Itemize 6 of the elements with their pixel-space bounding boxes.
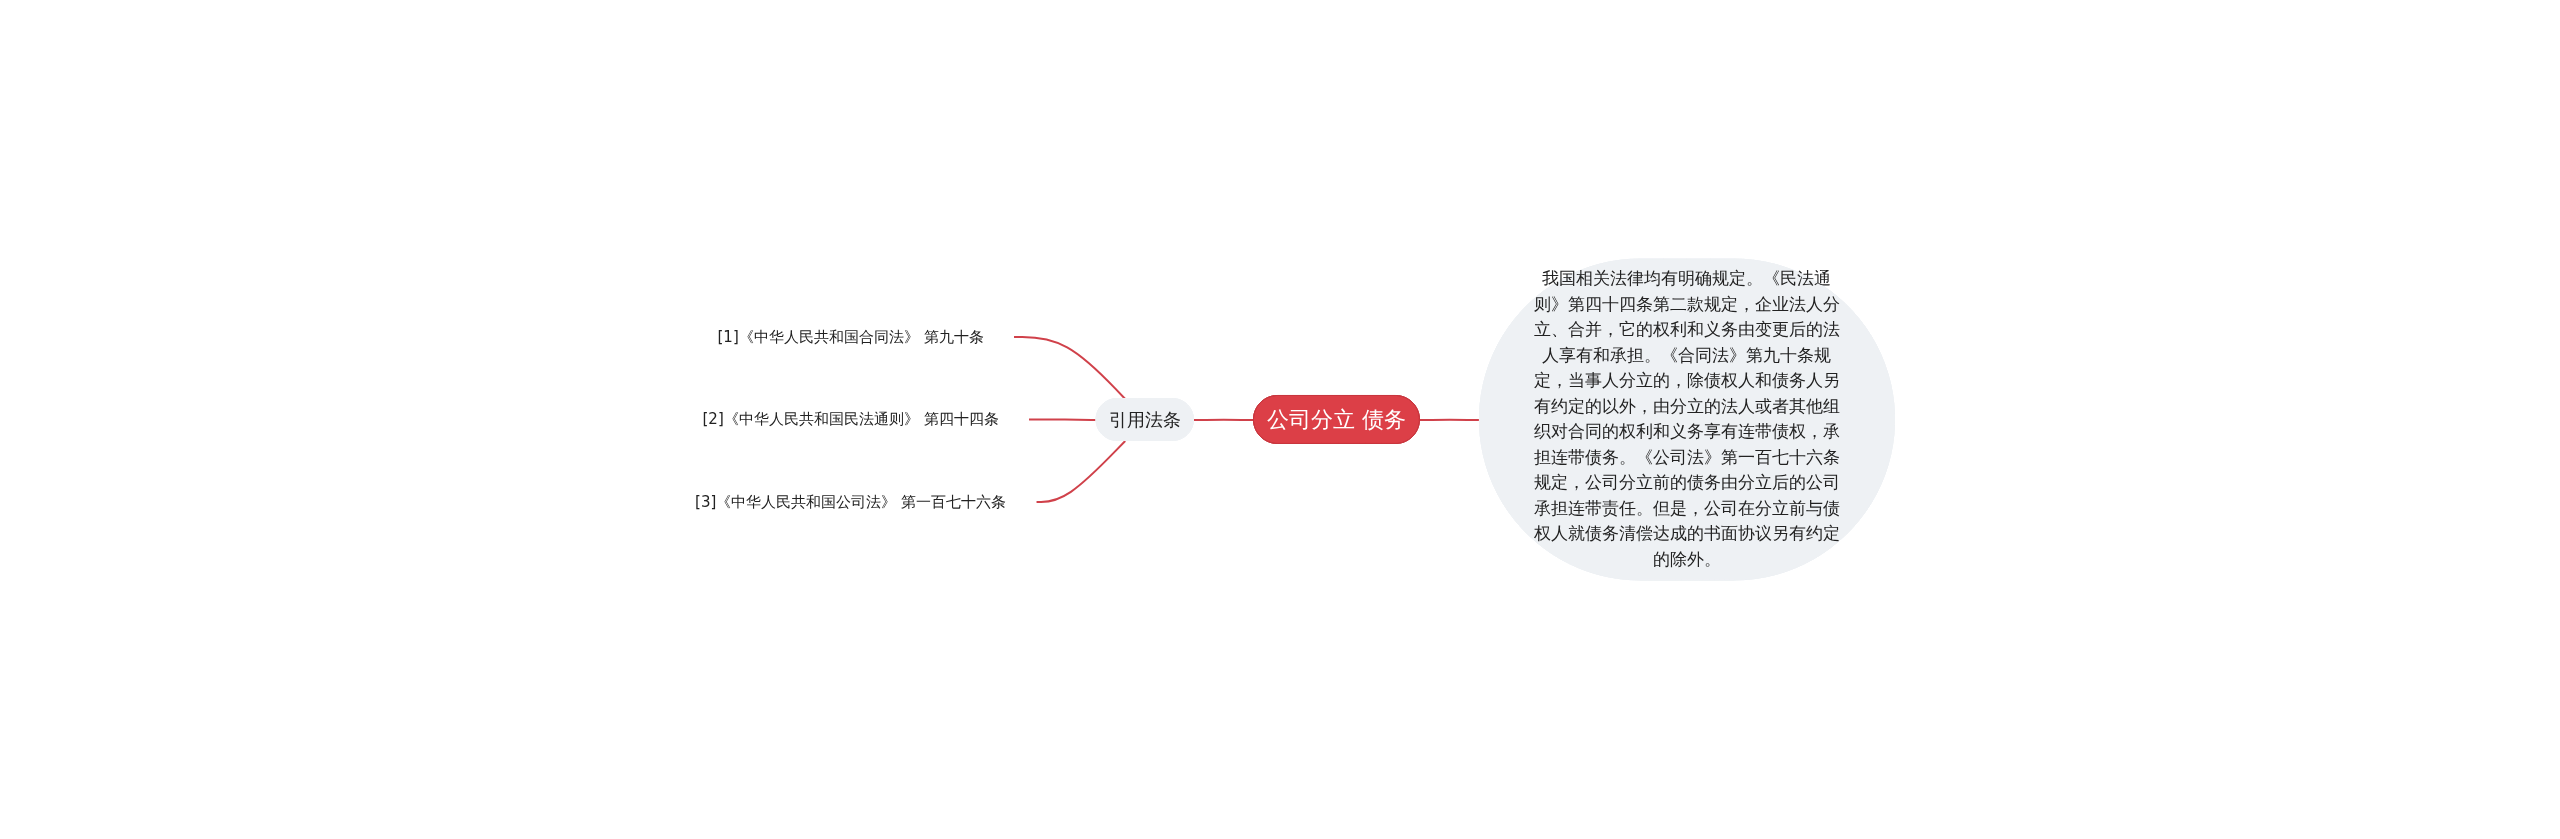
node-text: [3]《中华人民共和国公司法》 第一百七十六条: [695, 492, 1007, 511]
connector: [1012, 336, 1127, 400]
connector: [1027, 418, 1098, 421]
connector: [1035, 440, 1127, 503]
node-text: [1]《中华人民共和国合同法》 第九十条: [717, 327, 984, 346]
node-text: [2]《中华人民共和国民法通则》 第四十四条: [702, 410, 999, 429]
